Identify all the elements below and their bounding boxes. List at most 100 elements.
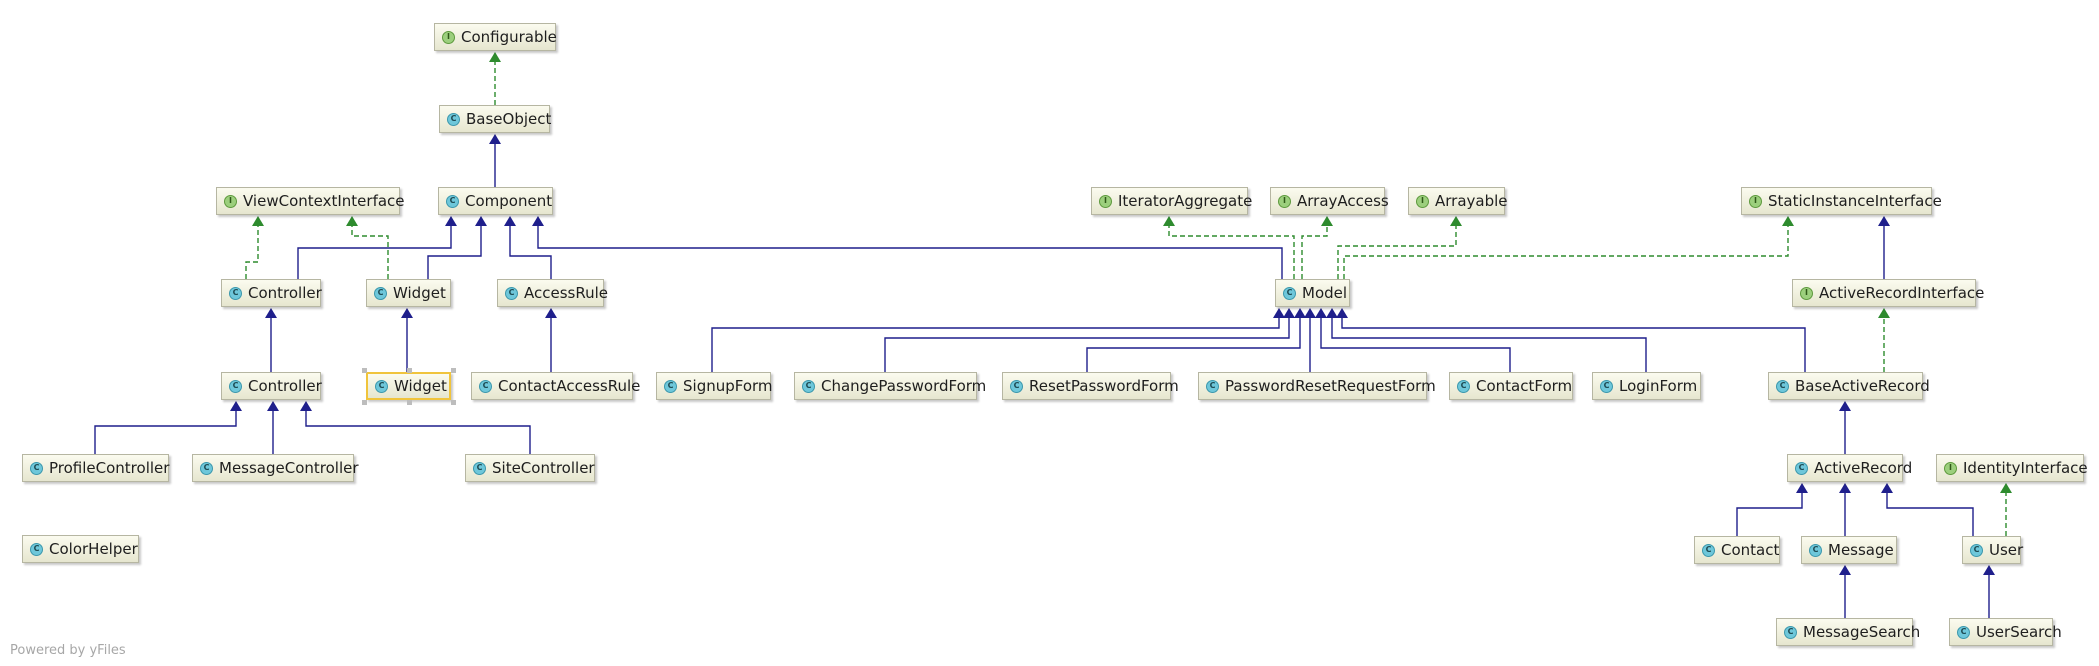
selection-handle[interactable] — [451, 368, 456, 373]
node-label: StaticInstanceInterface — [1768, 192, 1942, 210]
arrowhead — [475, 216, 487, 226]
class-icon: C — [505, 286, 518, 300]
interface-icon: I — [1099, 194, 1112, 208]
node-user[interactable]: C User — [1962, 536, 2024, 564]
node-label: MessageSearch — [1803, 623, 1921, 641]
node-sitecontroller[interactable]: C SiteController — [465, 454, 595, 482]
arrowhead — [1839, 483, 1851, 493]
arrowhead — [1336, 308, 1348, 318]
arrowhead — [1782, 216, 1794, 226]
node-label: ColorHelper — [49, 540, 138, 558]
arrowhead — [2000, 483, 2012, 493]
selection-handle[interactable] — [407, 400, 412, 405]
arrowhead — [401, 308, 413, 318]
class-icon: C — [30, 461, 43, 475]
node-label: Arrayable — [1435, 192, 1508, 210]
extends-edge-signupform-to-model — [711, 308, 1285, 372]
node-label: Contact — [1721, 541, 1780, 559]
class-icon: C — [1809, 543, 1822, 557]
selection-handle[interactable] — [362, 400, 367, 405]
interface-icon: I — [442, 30, 455, 44]
arrowhead — [1796, 483, 1808, 493]
class-icon: C — [479, 379, 492, 393]
arrowhead — [1839, 565, 1851, 575]
class-icon: C — [1600, 379, 1613, 393]
extends-edge-usersearch-to-user — [1983, 565, 1995, 618]
extends-edge-messagecontroller-to-controller-app — [267, 401, 279, 454]
node-label: Component — [465, 192, 553, 210]
implements-edge-user-to-identityinterface — [2000, 483, 2012, 536]
node-label: LoginForm — [1619, 377, 1698, 395]
class-icon: C — [1970, 543, 1983, 557]
class-icon: C — [1784, 625, 1797, 639]
extends-edge-passwordresetrequestform-to-model — [1304, 308, 1316, 372]
arrowhead — [252, 216, 264, 226]
extends-edge-widget-app-to-widget-base — [401, 308, 413, 372]
selection-handle[interactable] — [451, 400, 456, 405]
extends-edge-component-to-baseobject — [489, 134, 501, 187]
interface-icon: I — [1944, 461, 1957, 475]
node-component[interactable]: C Component — [438, 187, 553, 215]
node-label: User — [1989, 541, 2024, 559]
node-label: ContactForm — [1476, 377, 1573, 395]
selection-handle[interactable] — [362, 368, 367, 373]
node-label: Widget — [394, 377, 447, 395]
node-label: ContactAccessRule — [498, 377, 641, 395]
node-label: Model — [1302, 284, 1348, 302]
extends-edge-messagesearch-to-message — [1839, 565, 1851, 618]
node-label: ResetPasswordForm — [1029, 377, 1179, 395]
node-messagesearch[interactable]: C MessageSearch — [1776, 618, 1920, 646]
arrowhead — [489, 134, 501, 144]
implements-edge-model-to-arrayaccess — [1301, 216, 1333, 279]
class-icon: C — [374, 286, 387, 300]
arrowhead — [545, 308, 557, 318]
node-loginform[interactable]: C LoginForm — [1592, 372, 1701, 400]
interface-icon: I — [224, 194, 237, 208]
arrowhead — [1163, 216, 1175, 226]
powered-by-footer: Powered by yFiles — [10, 643, 126, 658]
implements-edge-model-to-arrayable — [1337, 216, 1462, 279]
extends-edge-contact-to-activerecord — [1736, 483, 1808, 536]
node-contactaccessrule[interactable]: C ContactAccessRule — [471, 372, 640, 400]
arrowhead — [1283, 308, 1295, 318]
node-label: SiteController — [492, 459, 595, 477]
interface-icon: I — [1800, 286, 1813, 300]
implements-edge-model-to-staticinstanceinterface — [1343, 216, 1794, 279]
extends-edge-activerecord-to-baseactiverecord — [1839, 401, 1851, 454]
class-icon: C — [446, 194, 459, 208]
node-label: MessageController — [219, 459, 359, 477]
selection-handle[interactable] — [407, 368, 412, 373]
arrowhead — [346, 216, 358, 226]
class-icon: C — [473, 461, 486, 475]
arrowhead — [1878, 216, 1890, 226]
